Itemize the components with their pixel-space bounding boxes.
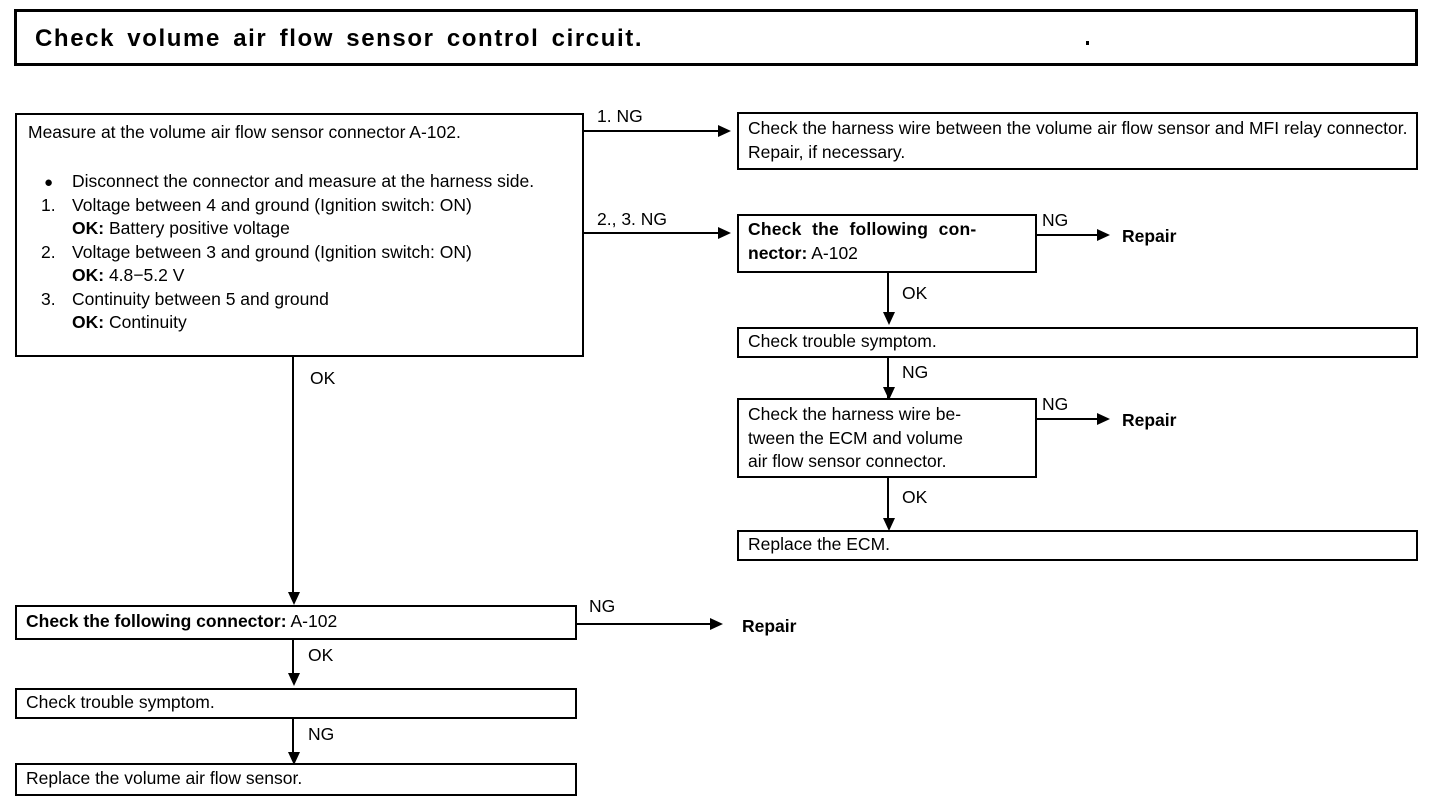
- arrowhead-icon: [288, 592, 300, 605]
- list-item: 2. Voltage between 3 and ground (Ignitio…: [28, 241, 576, 288]
- connector-check-line2-bold: nector:: [748, 242, 808, 263]
- measure-box: Measure at the volume air flow sensor co…: [15, 113, 584, 357]
- list-item-text: Voltage between 4 and ground (Ignition s…: [72, 194, 472, 215]
- list-item: ● Disconnect the connector and measure a…: [28, 170, 576, 194]
- page-title: Check volume air flow sensor control cir…: [35, 25, 644, 52]
- edge-label-ng: NG: [1042, 210, 1069, 230]
- arrowhead-icon: [288, 752, 300, 765]
- list-item-sub: OK: 4.8−5.2 V: [72, 264, 576, 288]
- box-connector-check-right-text: Check the following con- nector: A-102: [748, 218, 1029, 265]
- edge-label-ok: OK: [308, 645, 334, 665]
- harness-ecm-line3: air flow sensor connector.: [748, 451, 947, 471]
- arrowhead-icon: [718, 125, 731, 137]
- edge-label-ng23: 2., 3. NG: [597, 209, 668, 229]
- edge-line-ok-left-1: [292, 357, 294, 597]
- print-speck: [1086, 41, 1089, 45]
- box-connector-check-right: Check the following con- nector: A-102: [737, 214, 1037, 273]
- arrowhead-icon: [288, 673, 300, 686]
- title-box: Check volume air flow sensor control cir…: [14, 9, 1418, 66]
- box-trouble-symptom-left: Check trouble symptom.: [15, 688, 577, 719]
- bullet-icon: ●: [44, 174, 54, 191]
- measure-list: ● Disconnect the connector and measure a…: [28, 170, 576, 335]
- edge-label-ok: OK: [902, 487, 928, 507]
- list-item-text: Continuity between 5 and ground: [72, 288, 329, 309]
- box-harness-ecm-text: Check the harness wire be- tween the ECM…: [748, 403, 1029, 474]
- edge-line-ng23: [584, 232, 720, 234]
- list-item-text: Voltage between 3 and ground (Ignition s…: [72, 241, 472, 262]
- edge-label-ng1: 1. NG: [597, 106, 643, 126]
- list-marker: 3.: [41, 288, 56, 309]
- box-replace-sensor: Replace the volume air flow sensor.: [15, 763, 577, 796]
- edge-line-ok-right-1: [887, 273, 889, 315]
- terminal-repair-2: Repair: [1122, 410, 1177, 430]
- edge-label-ng: NG: [902, 362, 929, 382]
- ok-value: Battery positive voltage: [108, 218, 290, 238]
- terminal-repair-1: Repair: [1122, 226, 1177, 246]
- arrowhead-icon: [1097, 413, 1110, 425]
- edge-line-ng1: [584, 130, 720, 132]
- arrowhead-icon: [883, 312, 895, 325]
- ok-value: Continuity: [108, 312, 187, 332]
- list-item: 1. Voltage between 4 and ground (Ignitio…: [28, 194, 576, 241]
- harness-ecm-line1: Check the harness wire be-: [748, 404, 962, 424]
- connector-check-line1: Check the following con-: [748, 219, 977, 239]
- harness-ecm-line2: tween the ECM and volume: [748, 427, 963, 448]
- arrowhead-icon: [883, 387, 895, 400]
- box-replace-ecm: Replace the ECM.: [737, 530, 1418, 561]
- box-harness-ecm: Check the harness wire be- tween the ECM…: [737, 398, 1037, 478]
- arrowhead-icon: [883, 518, 895, 531]
- box-trouble-symptom-right: Check trouble symptom.: [737, 327, 1418, 358]
- edge-line-ng-to-repair-2: [1037, 418, 1099, 420]
- edge-line-ng-right-1: [887, 358, 889, 398]
- edge-line-ng-left: [292, 719, 294, 761]
- edge-label-ng: NG: [1042, 394, 1069, 414]
- ok-label: OK:: [72, 312, 105, 332]
- box-connector-check-left: Check the following connector: A-102: [15, 605, 577, 640]
- box-trouble-symptom-right-text: Check trouble symptom.: [748, 331, 937, 351]
- ok-value: 4.8−5.2 V: [108, 265, 185, 285]
- edge-line-ng-to-repair-3: [577, 623, 712, 625]
- connector-check-line2-value: A-102: [811, 242, 858, 263]
- edge-line-ok-right-2: [887, 478, 889, 523]
- box-replace-ecm-text: Replace the ECM.: [748, 534, 891, 554]
- list-item: 3. Continuity between 5 and ground OK: C…: [28, 288, 576, 335]
- ok-label: OK:: [72, 265, 105, 285]
- box-harness-mfi: Check the harness wire between the volum…: [737, 112, 1418, 170]
- list-item-sub: OK: Continuity: [72, 311, 576, 335]
- list-marker: 2.: [41, 241, 56, 262]
- list-item-text: Disconnect the connector and measure at …: [72, 171, 535, 191]
- terminal-repair-3: Repair: [742, 616, 797, 636]
- arrowhead-icon: [718, 227, 731, 239]
- box-harness-mfi-text: Check the harness wire between the volum…: [748, 118, 1408, 162]
- box-replace-sensor-text: Replace the volume air flow sensor.: [26, 768, 303, 788]
- edge-line-ok-left-2: [292, 640, 294, 680]
- measure-heading: Measure at the volume air flow sensor co…: [28, 122, 461, 142]
- edge-label-ok: OK: [310, 368, 336, 388]
- connector-check-line2: nector: A-102: [748, 242, 1029, 266]
- arrowhead-icon: [710, 618, 723, 630]
- list-marker: 1.: [41, 194, 56, 215]
- edge-label-ok: OK: [902, 283, 928, 303]
- list-item-sub: OK: Battery positive voltage: [72, 217, 576, 241]
- box-connector-check-left-text: Check the following connector: A-102: [26, 610, 569, 634]
- ok-label: OK:: [72, 218, 105, 238]
- arrowhead-icon: [1097, 229, 1110, 241]
- connector-check-left-value: A-102: [290, 611, 338, 631]
- edge-line-ng-to-repair-1: [1037, 234, 1099, 236]
- box-trouble-symptom-left-text: Check trouble symptom.: [26, 692, 215, 712]
- connector-check-left-bold: Check the following connector:: [26, 611, 287, 631]
- edge-label-ng: NG: [308, 724, 335, 744]
- edge-label-ng: NG: [589, 596, 616, 616]
